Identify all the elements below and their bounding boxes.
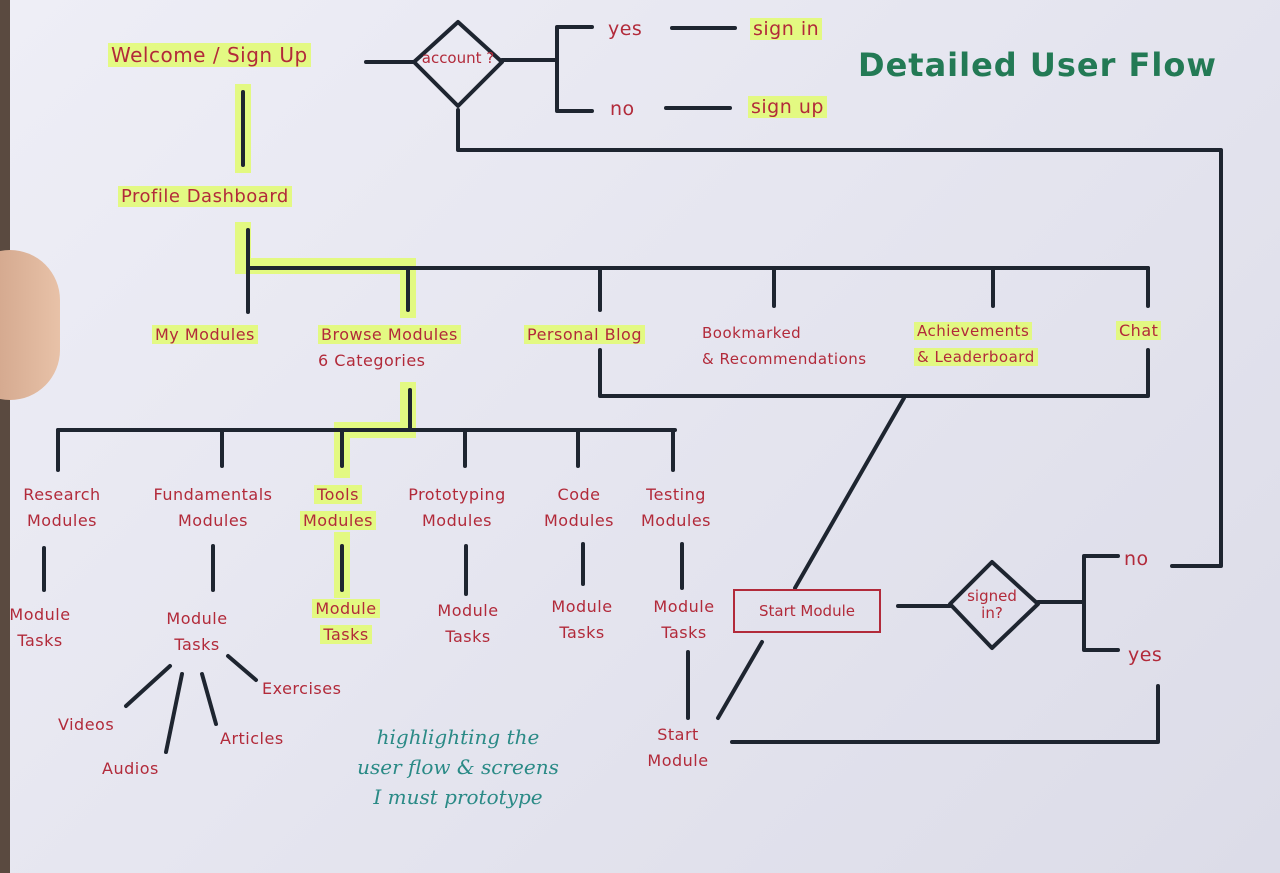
note-line1: highlighting the xyxy=(376,725,540,749)
bracket-yes-no xyxy=(555,25,594,113)
personal-blog-label: Personal Blog xyxy=(524,325,645,344)
bracket-signed xyxy=(1082,554,1120,652)
prototyping-tasks-line1: Module xyxy=(437,601,499,620)
ink-lines xyxy=(42,20,1223,754)
chat-node: Chat xyxy=(1116,318,1162,344)
testing-tasks-line1: Module xyxy=(653,597,715,616)
line-to-audios xyxy=(164,672,184,754)
personal-blog-node: Personal Blog xyxy=(524,322,645,348)
account-yes: yes xyxy=(608,18,643,40)
bookmarked-node: Bookmarked & Recommendations xyxy=(702,320,867,372)
account-no: no xyxy=(610,98,635,120)
line-to-videos xyxy=(124,664,172,708)
line-bar-to-start xyxy=(793,396,906,590)
sign-up-label: sign up xyxy=(748,96,827,118)
prototyping-line2: Modules xyxy=(421,511,492,530)
welcome-node: Welcome / Sign Up xyxy=(108,42,311,68)
articles-node: Articles xyxy=(220,729,284,748)
audios-node: Audios xyxy=(102,759,159,778)
line-blog-chat-bar xyxy=(598,348,1150,398)
sign-in-label: sign in xyxy=(750,18,823,40)
achievements-label: Achievements xyxy=(914,322,1033,340)
browse-modules-sub: 6 Categories xyxy=(318,351,426,370)
start-bottom-line2: Module xyxy=(647,751,709,770)
paper-edge xyxy=(0,0,10,873)
tools-tasks-line2: Tasks xyxy=(320,625,372,644)
videos-node: Videos xyxy=(58,715,115,734)
annotation-note: highlighting the user flow & screens I mus… xyxy=(338,722,578,812)
fundamentals-line1: Fundamentals xyxy=(153,485,273,504)
browse-modules-label: Browse Modules xyxy=(318,325,461,344)
signed-no: no xyxy=(1124,548,1149,570)
signed-line2: in? xyxy=(981,604,1003,622)
my-modules-label: My Modules xyxy=(152,325,258,344)
signed-in-diamond xyxy=(948,560,1040,650)
profile-dashboard-label: Profile Dashboard xyxy=(118,186,292,207)
note-line3: I must prototype xyxy=(373,785,543,809)
research-line1: Research xyxy=(23,485,101,504)
tools-tasks-line1: Module xyxy=(312,599,380,618)
research-line2: Modules xyxy=(26,511,97,530)
testing-tasks-line2: Tasks xyxy=(661,623,707,642)
profile-dashboard-node: Profile Dashboard xyxy=(118,184,292,210)
sign-in-node: sign in xyxy=(750,16,823,42)
fundamentals-tasks-line1: Module xyxy=(166,609,228,628)
line-yes-to-start xyxy=(730,684,1160,744)
bookmarked-sub: & Recommendations xyxy=(702,350,867,368)
signed-line1: signed xyxy=(967,587,1017,605)
line-start-diagonal xyxy=(716,640,764,720)
line-to-articles xyxy=(200,672,218,726)
bookmarked-label: Bookmarked xyxy=(702,324,802,342)
holding-thumb xyxy=(0,250,60,400)
fundamentals-line2: Modules xyxy=(177,511,248,530)
research-tasks-line1: Module xyxy=(9,605,71,624)
research-tasks-line2: Tasks xyxy=(17,631,63,650)
prototyping-line1: Prototyping xyxy=(408,485,506,504)
welcome-label: Welcome / Sign Up xyxy=(108,43,311,67)
line-to-exercises xyxy=(226,654,258,682)
my-modules-node: My Modules xyxy=(152,322,258,348)
chat-label: Chat xyxy=(1116,321,1162,340)
tools-line2: Modules xyxy=(299,511,376,530)
exercises-node: Exercises xyxy=(262,679,342,698)
note-line2: user flow & screens xyxy=(357,755,559,779)
achievements-node: Achievements & Leaderboard xyxy=(914,318,1038,370)
fundamentals-tasks-line2: Tasks xyxy=(174,635,220,654)
testing-line1: Testing xyxy=(646,485,706,504)
code-tasks-line2: Tasks xyxy=(559,623,605,642)
account-diamond xyxy=(412,20,504,108)
code-line2: Modules xyxy=(543,511,614,530)
start-module-box: Start Module xyxy=(733,589,881,633)
sign-up-node: sign up xyxy=(748,94,827,120)
achievements-sub: & Leaderboard xyxy=(914,348,1038,366)
tools-line1: Tools xyxy=(314,485,362,504)
start-bottom-line1: Start xyxy=(657,725,699,744)
account-decision-label: account ? xyxy=(421,49,495,67)
browse-modules-node: Browse Modules 6 Categories xyxy=(318,322,461,374)
signed-yes: yes xyxy=(1128,644,1163,666)
code-line1: Code xyxy=(557,485,601,504)
prototyping-tasks-line2: Tasks xyxy=(445,627,491,646)
line-account-to-signed-no xyxy=(456,108,1223,568)
testing-line2: Modules xyxy=(640,511,711,530)
diagram-title: Detailed User Flow xyxy=(858,46,1217,84)
code-tasks-line1: Module xyxy=(551,597,613,616)
